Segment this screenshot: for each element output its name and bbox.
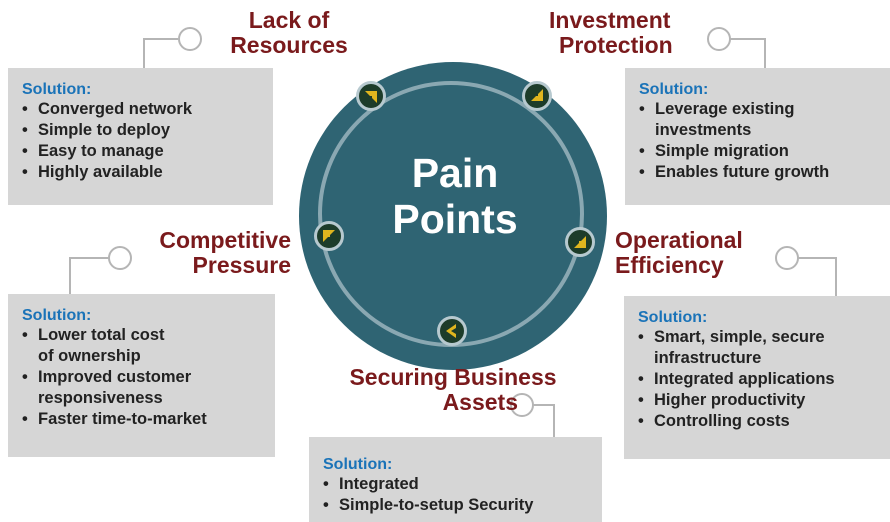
heading-line: Operational <box>615 227 743 253</box>
solution-label: Solution: <box>22 81 92 98</box>
list-item: Enables future growth <box>639 162 890 183</box>
solution-label: Solution: <box>22 307 92 324</box>
investment-protection-box: Solution: Leverage existing investments … <box>625 68 890 205</box>
list-item: Easy to manage <box>22 141 273 162</box>
list-item: Lower total cost <box>22 325 275 346</box>
solution-list: Smart, simple, secure infrastructure Int… <box>638 327 890 432</box>
heading-line: Competitive <box>159 227 291 253</box>
chevron-arrow-icon <box>356 81 386 111</box>
list-item: Smart, simple, secure <box>638 327 890 348</box>
list-item: Controlling costs <box>638 411 890 432</box>
operational-efficiency-heading: Operational Efficiency <box>615 228 775 278</box>
operational-efficiency-box: Solution: Smart, simple, secure infrastr… <box>624 296 890 459</box>
center-title-line1: Pain <box>411 150 499 196</box>
list-item: Simple to deploy <box>22 120 273 141</box>
list-item-continuation: investments <box>639 120 890 141</box>
list-item: Higher productivity <box>638 390 890 411</box>
list-item: Simple migration <box>639 141 890 162</box>
chevron-arrow-icon <box>522 81 552 111</box>
heading-line: Securing Business <box>349 364 557 390</box>
chevron-arrow-icon <box>314 221 344 251</box>
solution-list: Integrated Simple-to-setup Security <box>323 474 602 516</box>
securing-business-assets-box: Solution: Integrated Simple-to-setup Sec… <box>309 437 602 522</box>
list-item: Integrated <box>323 474 602 495</box>
list-item: Faster time-to-market <box>22 409 275 430</box>
list-item-text: responsiveness <box>38 389 163 407</box>
solution-label: Solution: <box>323 456 393 473</box>
list-item: Improved customer <box>22 367 275 388</box>
lack-of-resources-heading: Lack of Resources <box>219 8 359 58</box>
list-item-text: infrastructure <box>654 349 762 367</box>
list-item-continuation: of ownership <box>22 346 275 367</box>
list-item: Leverage existing <box>639 99 890 120</box>
list-item: Converged network <box>22 99 273 120</box>
list-item: Integrated applications <box>638 369 890 390</box>
competitive-pressure-heading: Competitive Pressure <box>139 228 291 278</box>
investment-protection-heading: Investment Protection <box>549 8 699 58</box>
solution-list: Lower total cost of ownership Improved c… <box>22 325 275 430</box>
center-title: Pain Points <box>370 150 540 242</box>
heading-line: Pressure <box>192 252 291 278</box>
lack-of-resources-box: Solution: Converged network Simple to de… <box>8 68 273 205</box>
solution-label: Solution: <box>638 309 708 326</box>
list-item-text: of ownership <box>38 347 141 365</box>
list-item-text: investments <box>655 121 752 139</box>
securing-business-assets-heading: Securing Business Assets <box>318 365 588 415</box>
center-title-line2: Points <box>392 196 518 242</box>
list-item-continuation: responsiveness <box>22 388 275 409</box>
list-item-continuation: infrastructure <box>638 348 890 369</box>
chevron-arrow-icon <box>565 227 595 257</box>
heading-line: Protection <box>559 32 673 58</box>
competitive-pressure-box: Solution: Lower total cost of ownership … <box>8 294 275 457</box>
list-item: Simple-to-setup Security <box>323 495 602 516</box>
heading-line: Assets <box>442 389 518 415</box>
heading-line: Resources <box>230 32 348 58</box>
solution-list: Converged network Simple to deploy Easy … <box>22 99 273 183</box>
solution-list: Leverage existing investments Simple mig… <box>639 99 890 183</box>
solution-label: Solution: <box>639 81 709 98</box>
chevron-arrow-icon <box>437 316 467 346</box>
heading-line: Investment <box>549 7 671 33</box>
heading-line: Lack of <box>248 7 330 33</box>
list-item: Highly available <box>22 162 273 183</box>
heading-line: Efficiency <box>615 252 724 278</box>
